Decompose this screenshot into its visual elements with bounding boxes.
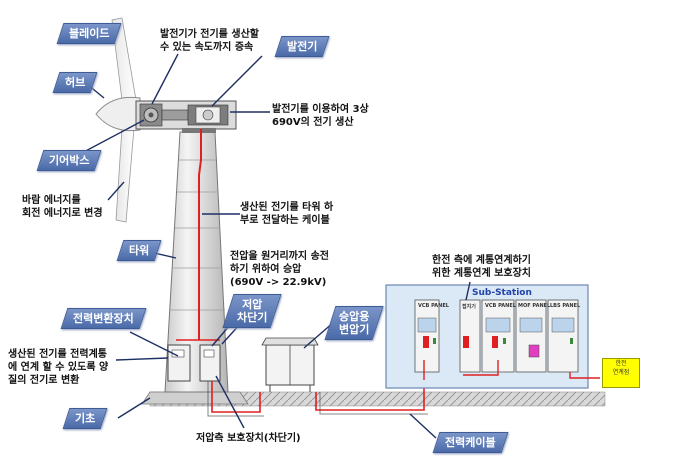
label-power-cable: 전력케이블 xyxy=(432,432,509,453)
panel-label-3: MOF PANEL xyxy=(518,303,551,309)
note-generator: 발전기를 이용하여 3상 690V의 전기 생산 xyxy=(272,104,369,128)
note-gearbox: 발전기가 전기를 생산할 수 있는 속도까지 증속 xyxy=(160,29,259,53)
substation-cable xyxy=(423,360,600,380)
label-foundation: 기초 xyxy=(62,408,108,429)
panel-label-small: 접지기 xyxy=(462,304,476,310)
pointer-generator xyxy=(211,55,263,107)
underground-cable-2 xyxy=(315,380,425,411)
panel-label-4: LBS PANEL xyxy=(550,303,581,309)
tower-cable xyxy=(198,129,202,340)
label-converter: 전력변환장치 xyxy=(60,308,147,329)
substation-title: Sub-Station xyxy=(472,288,532,298)
note-converter: 생산된 전기를 전력계통 에 연계 할 수 있도록 양 질의 전기로 변환 xyxy=(8,349,109,386)
label-tower: 타워 xyxy=(116,240,162,261)
pointer-lv-protect xyxy=(215,375,245,429)
note-cable: 생산된 전기를 타워 하 부로 전달하는 케이블 xyxy=(240,202,334,226)
label-gearbox: 기어박스 xyxy=(36,150,102,171)
pointer-power-cable xyxy=(409,413,437,439)
pointer-gearbox xyxy=(79,119,145,155)
note-lv-protect: 저압측 보호장치(차단기) xyxy=(196,433,301,444)
panel-label-1: VCB PANEL xyxy=(418,303,449,309)
label-hub: 허브 xyxy=(52,72,98,93)
note-step-up: 전압을 원거리까지 송전 하기 위하여 승압 (690V -> 22.9kV) xyxy=(230,251,329,288)
kepco-connection-point: 한전 연계점 xyxy=(602,358,640,388)
pointer-gearbox-desc xyxy=(151,53,179,105)
pointer-wind xyxy=(107,181,125,201)
note-wind: 바람 에너지를 회전 에너지로 변경 xyxy=(22,195,103,219)
pointer-converter-desc xyxy=(115,357,169,361)
pointer-grid xyxy=(465,281,471,301)
pointer-converter xyxy=(129,331,179,357)
foundation-shape xyxy=(141,391,249,405)
note-grid: 한전 측에 계통연계하기 위한 계통연계 보호장치 xyxy=(432,255,531,279)
pointer-foundation xyxy=(117,397,151,419)
blade-lower xyxy=(115,127,135,223)
panel-label-2: VCB PANEL xyxy=(485,303,516,309)
label-generator: 발전기 xyxy=(274,36,330,57)
label-blade: 블레이드 xyxy=(56,23,122,44)
